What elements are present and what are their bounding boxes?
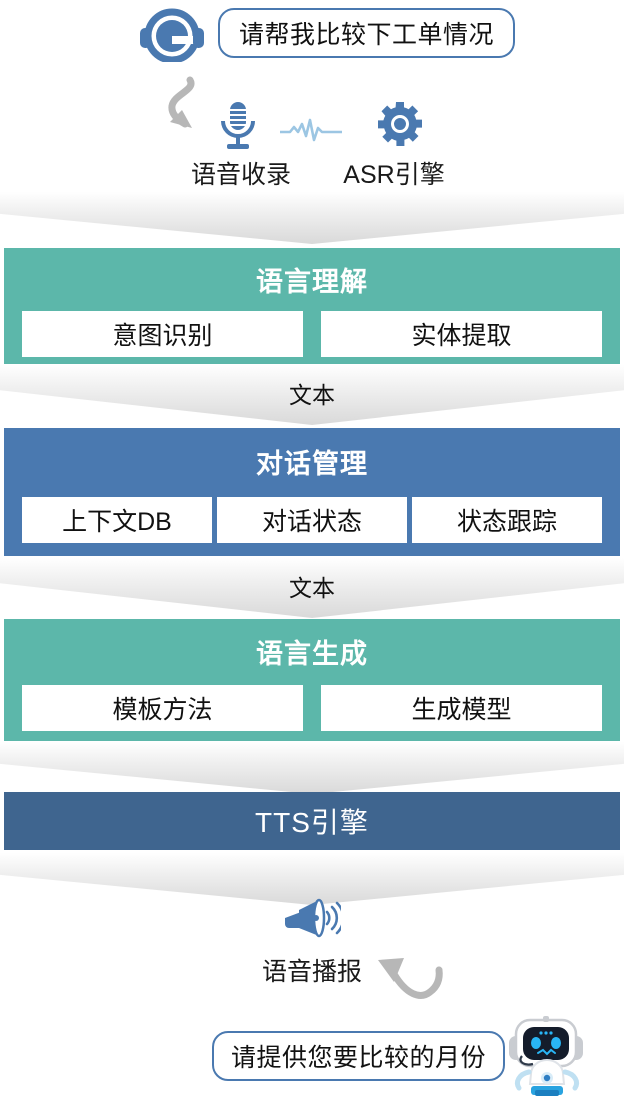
stage-tts-engine: TTS引擎 xyxy=(4,792,620,850)
stage-dm-title: 对话管理 xyxy=(256,449,368,479)
cell-entity-extraction[interactable]: 实体提取 xyxy=(321,311,602,357)
microphone-icon xyxy=(216,101,260,151)
stage-nlu: 语言理解 意图识别 实体提取 xyxy=(4,248,620,364)
user-utterance-text: 请帮我比较下工单情况 xyxy=(238,21,494,49)
system-speech-bubble: 请提供您要比较的月份 xyxy=(212,1031,505,1081)
arrow-input-to-nlu xyxy=(0,192,624,244)
connector-label-text-2: 文本 xyxy=(289,575,335,601)
cell-generative-model[interactable]: 生成模型 xyxy=(321,685,602,731)
cell-dialog-state[interactable]: 对话状态 xyxy=(217,497,407,543)
curve-arrow-icon xyxy=(152,76,214,138)
cell-context-db[interactable]: 上下文DB xyxy=(22,497,212,543)
stage-tts-title: TTS引擎 xyxy=(255,807,369,838)
user-speech-bubble: 请帮我比较下工单情况 xyxy=(218,8,515,58)
stage-nlu-cells: 意图识别 实体提取 xyxy=(4,311,620,357)
cell-state-tracking[interactable]: 状态跟踪 xyxy=(412,497,602,543)
curve-arrow-icon xyxy=(372,944,452,1006)
stage-nlu-title: 语言理解 xyxy=(256,267,368,297)
megaphone-icon xyxy=(283,898,341,942)
stage-dm-cells: 上下文DB 对话状态 状态跟踪 xyxy=(4,497,620,543)
stage-dialog-management: 对话管理 上下文DB 对话状态 状态跟踪 xyxy=(4,428,620,556)
cell-intent-recognition[interactable]: 意图识别 xyxy=(22,311,303,357)
voice-broadcast-label: 语音播报 xyxy=(261,958,362,986)
arrow-nlg-to-tts xyxy=(0,742,624,794)
robot-icon xyxy=(505,1012,589,1098)
stage-nlg-title: 语言生成 xyxy=(256,639,368,669)
gear-icon xyxy=(377,101,423,147)
stage-nlg-cells: 模板方法 生成模型 xyxy=(4,685,620,731)
headset-icon xyxy=(140,6,218,62)
waveform-icon xyxy=(280,118,342,144)
voice-capture-label: 语音收录 xyxy=(190,161,291,189)
connector-label-text-1: 文本 xyxy=(289,382,335,408)
cell-template-method[interactable]: 模板方法 xyxy=(22,685,303,731)
system-reply-text: 请提供您要比较的月份 xyxy=(230,1044,486,1072)
asr-engine-label: ASR引擎 xyxy=(343,161,445,189)
stage-nlg: 语言生成 模板方法 生成模型 xyxy=(4,619,620,741)
